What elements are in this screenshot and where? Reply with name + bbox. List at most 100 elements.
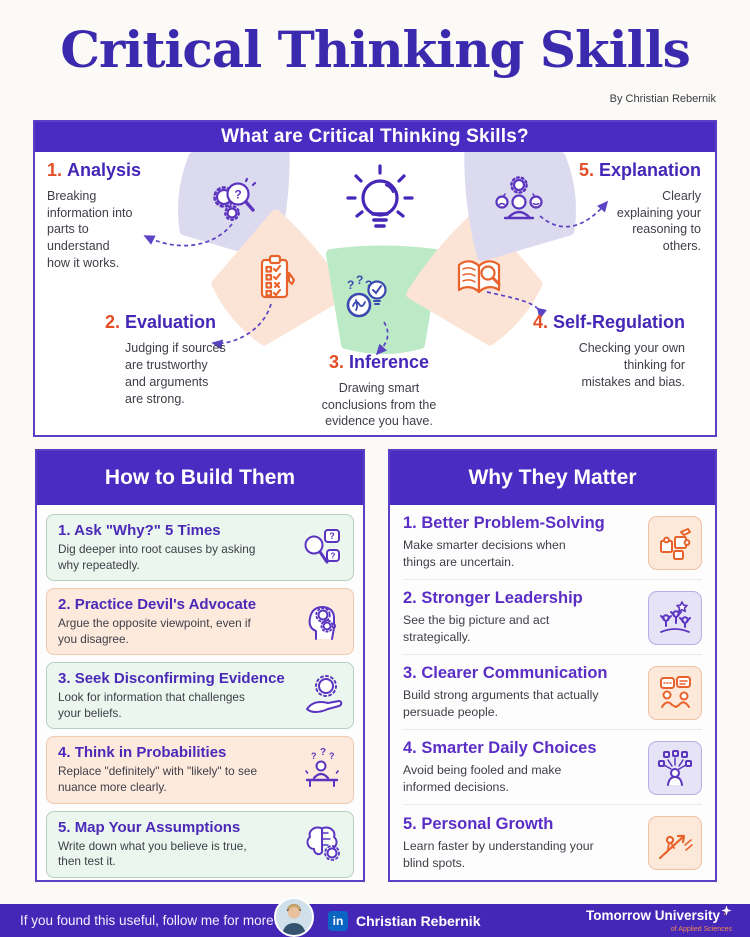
- fan-diagram: [143, 152, 609, 356]
- puzzle-pieces-icon: [648, 515, 702, 570]
- item-title: 1. Better Problem-Solving: [403, 514, 605, 533]
- what-are-banner: What are Critical Thinking Skills?: [35, 122, 715, 152]
- item-desc: Judging if sources are trustworthy and a…: [125, 341, 226, 406]
- explanation-people-gear-icon: [495, 176, 543, 220]
- item-title: 4. Smarter Daily Choices: [403, 739, 597, 758]
- card-title: 2. Practice Devil's Advocate: [58, 596, 257, 614]
- item-desc: Breaking information into parts to under…: [47, 189, 133, 270]
- svg-text:?: ?: [331, 551, 336, 560]
- lightbulb-icon: [346, 164, 414, 228]
- how-to-build-header: How to Build Them: [37, 451, 363, 505]
- card-title: 1. Ask "Why?" 5 Times: [58, 522, 221, 539]
- card-title: 4. Think in Probabilities: [58, 744, 227, 762]
- thinking-person-questions-icon: ? ? ?: [305, 747, 339, 787]
- decision-options-icon: [648, 740, 702, 795]
- item-number: 2.: [105, 312, 121, 332]
- item-desc: Drawing smart conclusions from the evide…: [321, 381, 437, 429]
- item-name: Inference: [348, 352, 430, 372]
- head-gears-icon: [308, 605, 336, 640]
- item-name: Evaluation: [125, 312, 217, 332]
- brand-name: Tomorrow University: [585, 908, 720, 923]
- arrow-to-explanation: [539, 200, 609, 228]
- card-title: 3. Seek Disconfirming Evidence: [58, 670, 285, 688]
- arrow-to-evaluation: [211, 303, 272, 350]
- svg-text:?: ?: [329, 531, 335, 541]
- team-star-icon: [648, 590, 702, 645]
- linkedin-profile[interactable]: in Christian Rebernik: [328, 904, 480, 937]
- self-regulation-book-magnifier-icon: [457, 260, 501, 294]
- how-to-build-section: How to Build Them 1. Ask "Why?" 5 Times …: [35, 449, 365, 882]
- page-title: Critical Thinking Skills: [60, 20, 691, 79]
- sparkle-icon: [721, 903, 732, 920]
- follow-cta: If you found this useful, follow me for …: [20, 913, 274, 928]
- matter-item-leadership: 2. Stronger Leadership See the big pictu…: [403, 580, 702, 655]
- card-desc: Dig deeper into root causes by asking wh…: [58, 542, 256, 572]
- why-matter-header: Why They Matter: [390, 451, 715, 505]
- item-desc: Learn faster by understanding your blind…: [403, 838, 594, 870]
- magnifier-question-icon: ? ?: [304, 528, 340, 564]
- conversation-bubbles-icon: [648, 665, 702, 720]
- item-name: Self-Regulation: [552, 312, 685, 332]
- item-desc: Build strong arguments that actually per…: [403, 688, 599, 719]
- what-are-item-analysis: 1.Analysis Breaking information into par…: [47, 160, 141, 271]
- what-are-item-inference: 3.Inference Drawing smart conclusions fr…: [289, 352, 469, 430]
- item-number: 1.: [47, 160, 63, 180]
- item-number: 3.: [328, 352, 344, 372]
- dashed-arrows: [143, 200, 609, 356]
- item-desc: See the big picture and act strategicall…: [403, 613, 550, 644]
- svg-text:?: ?: [234, 188, 241, 202]
- svg-text:?: ?: [347, 278, 354, 292]
- item-title: 5. Personal Growth: [403, 814, 554, 833]
- arrow-to-self-regulation: [486, 291, 547, 320]
- brain-gear-icon: [306, 826, 340, 861]
- svg-text:?: ?: [320, 747, 326, 758]
- matter-item-personal-growth: 5. Personal Growth Learn faster by under…: [403, 805, 702, 880]
- item-number: 4.: [532, 312, 548, 332]
- what-are-item-evaluation: 2.Evaluation Judging if sources are trus…: [105, 312, 227, 408]
- svg-text:?: ?: [311, 751, 317, 761]
- svg-text:?: ?: [365, 278, 372, 292]
- byline: By Christian Rebernik: [609, 93, 716, 105]
- growth-arrow-icon: [648, 816, 702, 870]
- author-name: Christian Rebernik: [356, 912, 481, 929]
- why-they-matter-section: Why They Matter 1. Better Problem-Solvin…: [388, 449, 717, 882]
- card-desc: Replace "definitely" with "likely" to se…: [58, 764, 258, 794]
- card-desc: Look for information that challenges you…: [58, 690, 245, 720]
- matter-item-daily-choices: 4. Smarter Daily Choices Avoid being foo…: [403, 730, 702, 805]
- build-card-map-assumptions: 5. Map Your Assumptions Write down what …: [46, 810, 354, 878]
- card-desc: Write down what you believe is true, the…: [58, 838, 247, 869]
- brand-logo: Tomorrow University of Applied Sciences: [585, 905, 732, 933]
- what-are-section: What are Critical Thinking Skills?: [33, 120, 717, 437]
- build-card-disconfirming-evidence: 3. Seek Disconfirming Evidence Look for …: [46, 662, 354, 730]
- svg-text:?: ?: [356, 273, 363, 287]
- item-title: 2. Stronger Leadership: [403, 589, 583, 608]
- inference-brain-bulb-icon: ? ? ?: [346, 273, 387, 318]
- what-are-item-self-regulation: 4.Self-Regulation Checking your own thin…: [533, 312, 685, 391]
- item-desc: Clearly explaining your reasoning to oth…: [616, 189, 701, 253]
- matter-item-problem-solving: 1. Better Problem-Solving Make smarter d…: [403, 505, 702, 580]
- evaluation-checklist-icon: [260, 254, 296, 299]
- item-desc: Checking your own thinking for mistakes …: [578, 341, 685, 389]
- svg-text:?: ?: [329, 751, 335, 761]
- item-title: 3. Clearer Communication: [403, 664, 608, 683]
- build-card-devils-advocate: 2. Practice Devil's Advocate Argue the o…: [46, 588, 354, 656]
- hand-gear-brain-icon: [306, 674, 343, 713]
- arrow-to-analysis: [143, 223, 233, 247]
- matter-item-communication: 3. Clearer Communication Build strong ar…: [403, 655, 702, 730]
- item-desc: Avoid being fooled and make informed dec…: [403, 763, 562, 794]
- what-are-item-explanation: 5.Explanation Clearly explaining your re…: [579, 160, 701, 255]
- avatar[interactable]: [274, 897, 314, 937]
- footer-bar: If you found this useful, follow me for …: [0, 897, 750, 937]
- item-name: Analysis: [67, 160, 142, 180]
- analysis-magnifier-gear-icon: ?: [213, 177, 257, 221]
- build-card-probabilities: 4. Think in Probabilities Replace "defin…: [46, 736, 354, 804]
- brand-subtitle: of Applied Sciences: [670, 926, 732, 933]
- build-card-ask-why: 1. Ask "Why?" 5 Times Dig deeper into ro…: [46, 514, 354, 582]
- card-desc: Argue the opposite viewpoint, even if yo…: [58, 616, 251, 646]
- card-title: 5. Map Your Assumptions: [58, 818, 241, 836]
- item-desc: Make smarter decisions when things are u…: [403, 538, 566, 569]
- item-number: 5.: [578, 160, 594, 180]
- arrow-to-inference: [375, 321, 389, 356]
- linkedin-icon[interactable]: in: [328, 910, 348, 931]
